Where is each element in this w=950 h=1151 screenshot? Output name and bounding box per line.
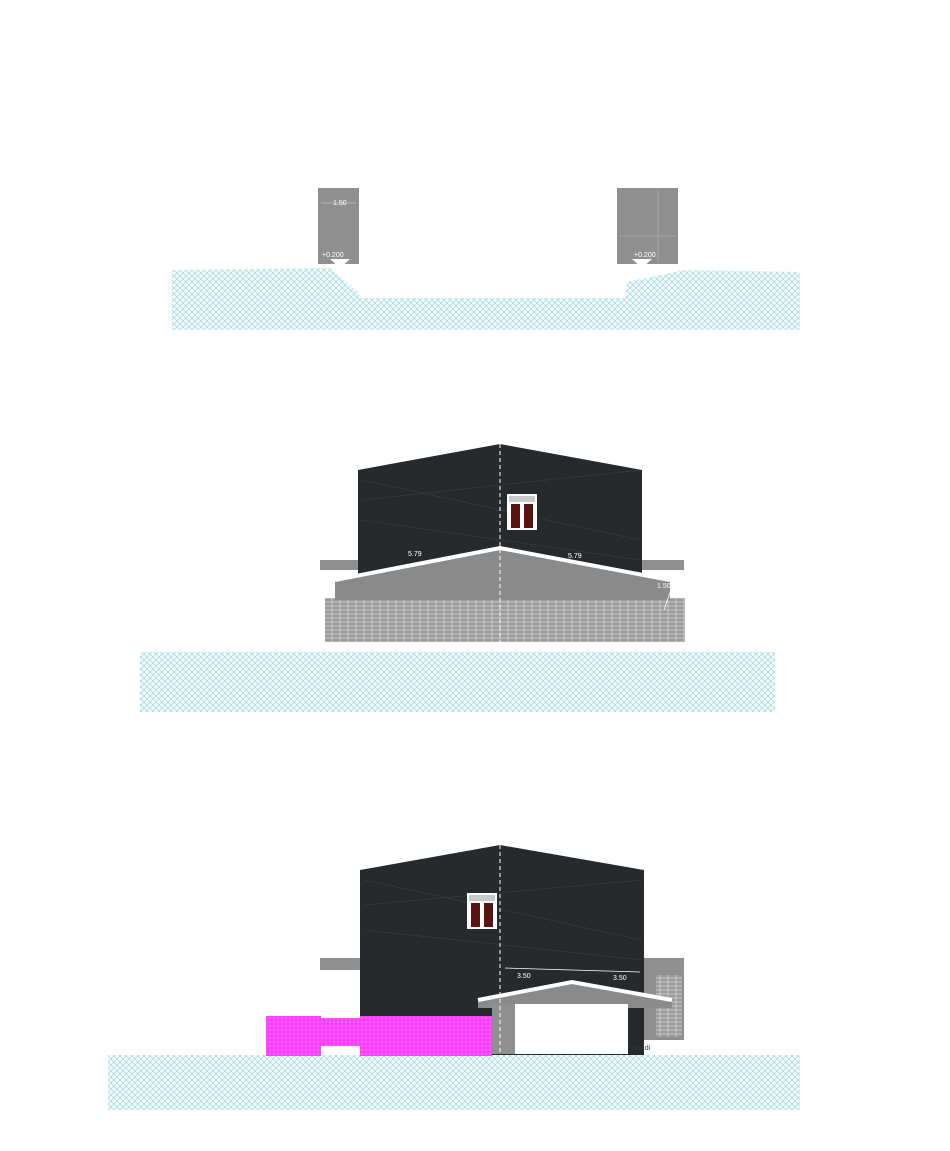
section-middle: 5.79 5.79 1.50 [140, 444, 775, 712]
section-top: 1.50 +0.200 +0.200 [172, 188, 800, 330]
roof-edge-bottom [477, 979, 673, 1002]
left-pillar-level: +0.200 [322, 252, 344, 259]
annex-roof-middle [335, 548, 670, 600]
bottom-note: linea di [628, 1045, 651, 1052]
window-bottom [467, 893, 497, 929]
roof-left-dimension-middle: 5.79 [408, 551, 422, 558]
roof-right-dimension-middle: 5.79 [568, 553, 582, 560]
left-pillar-dimension: 1.50 [333, 200, 347, 207]
annex-left-cap [320, 560, 360, 570]
garage-opening [515, 1004, 628, 1054]
right-pillar-level: +0.200 [634, 252, 656, 259]
section-bottom: 3.50 3.50 linea di [108, 845, 800, 1110]
fence-grille [325, 598, 685, 642]
left-pillar: 1.50 +0.200 [318, 188, 359, 268]
right-pillar: +0.200 [617, 188, 678, 268]
side-dimension-middle: 1.50 [657, 583, 671, 590]
garage-roof-bottom [478, 982, 672, 1008]
roof-right-dimension-bottom: 3.50 [613, 975, 627, 982]
ground-hatch-top [172, 268, 800, 330]
magenta-hedge [266, 1016, 492, 1056]
annex-right-cap [642, 560, 684, 570]
roof-left-dimension-bottom: 3.50 [517, 973, 531, 980]
ground-hatch-middle [140, 652, 775, 712]
ground-hatch-bottom [108, 1055, 800, 1110]
annex-left-cap-bottom [320, 958, 360, 970]
roof-edge-middle [334, 545, 671, 582]
window-middle [507, 494, 537, 530]
